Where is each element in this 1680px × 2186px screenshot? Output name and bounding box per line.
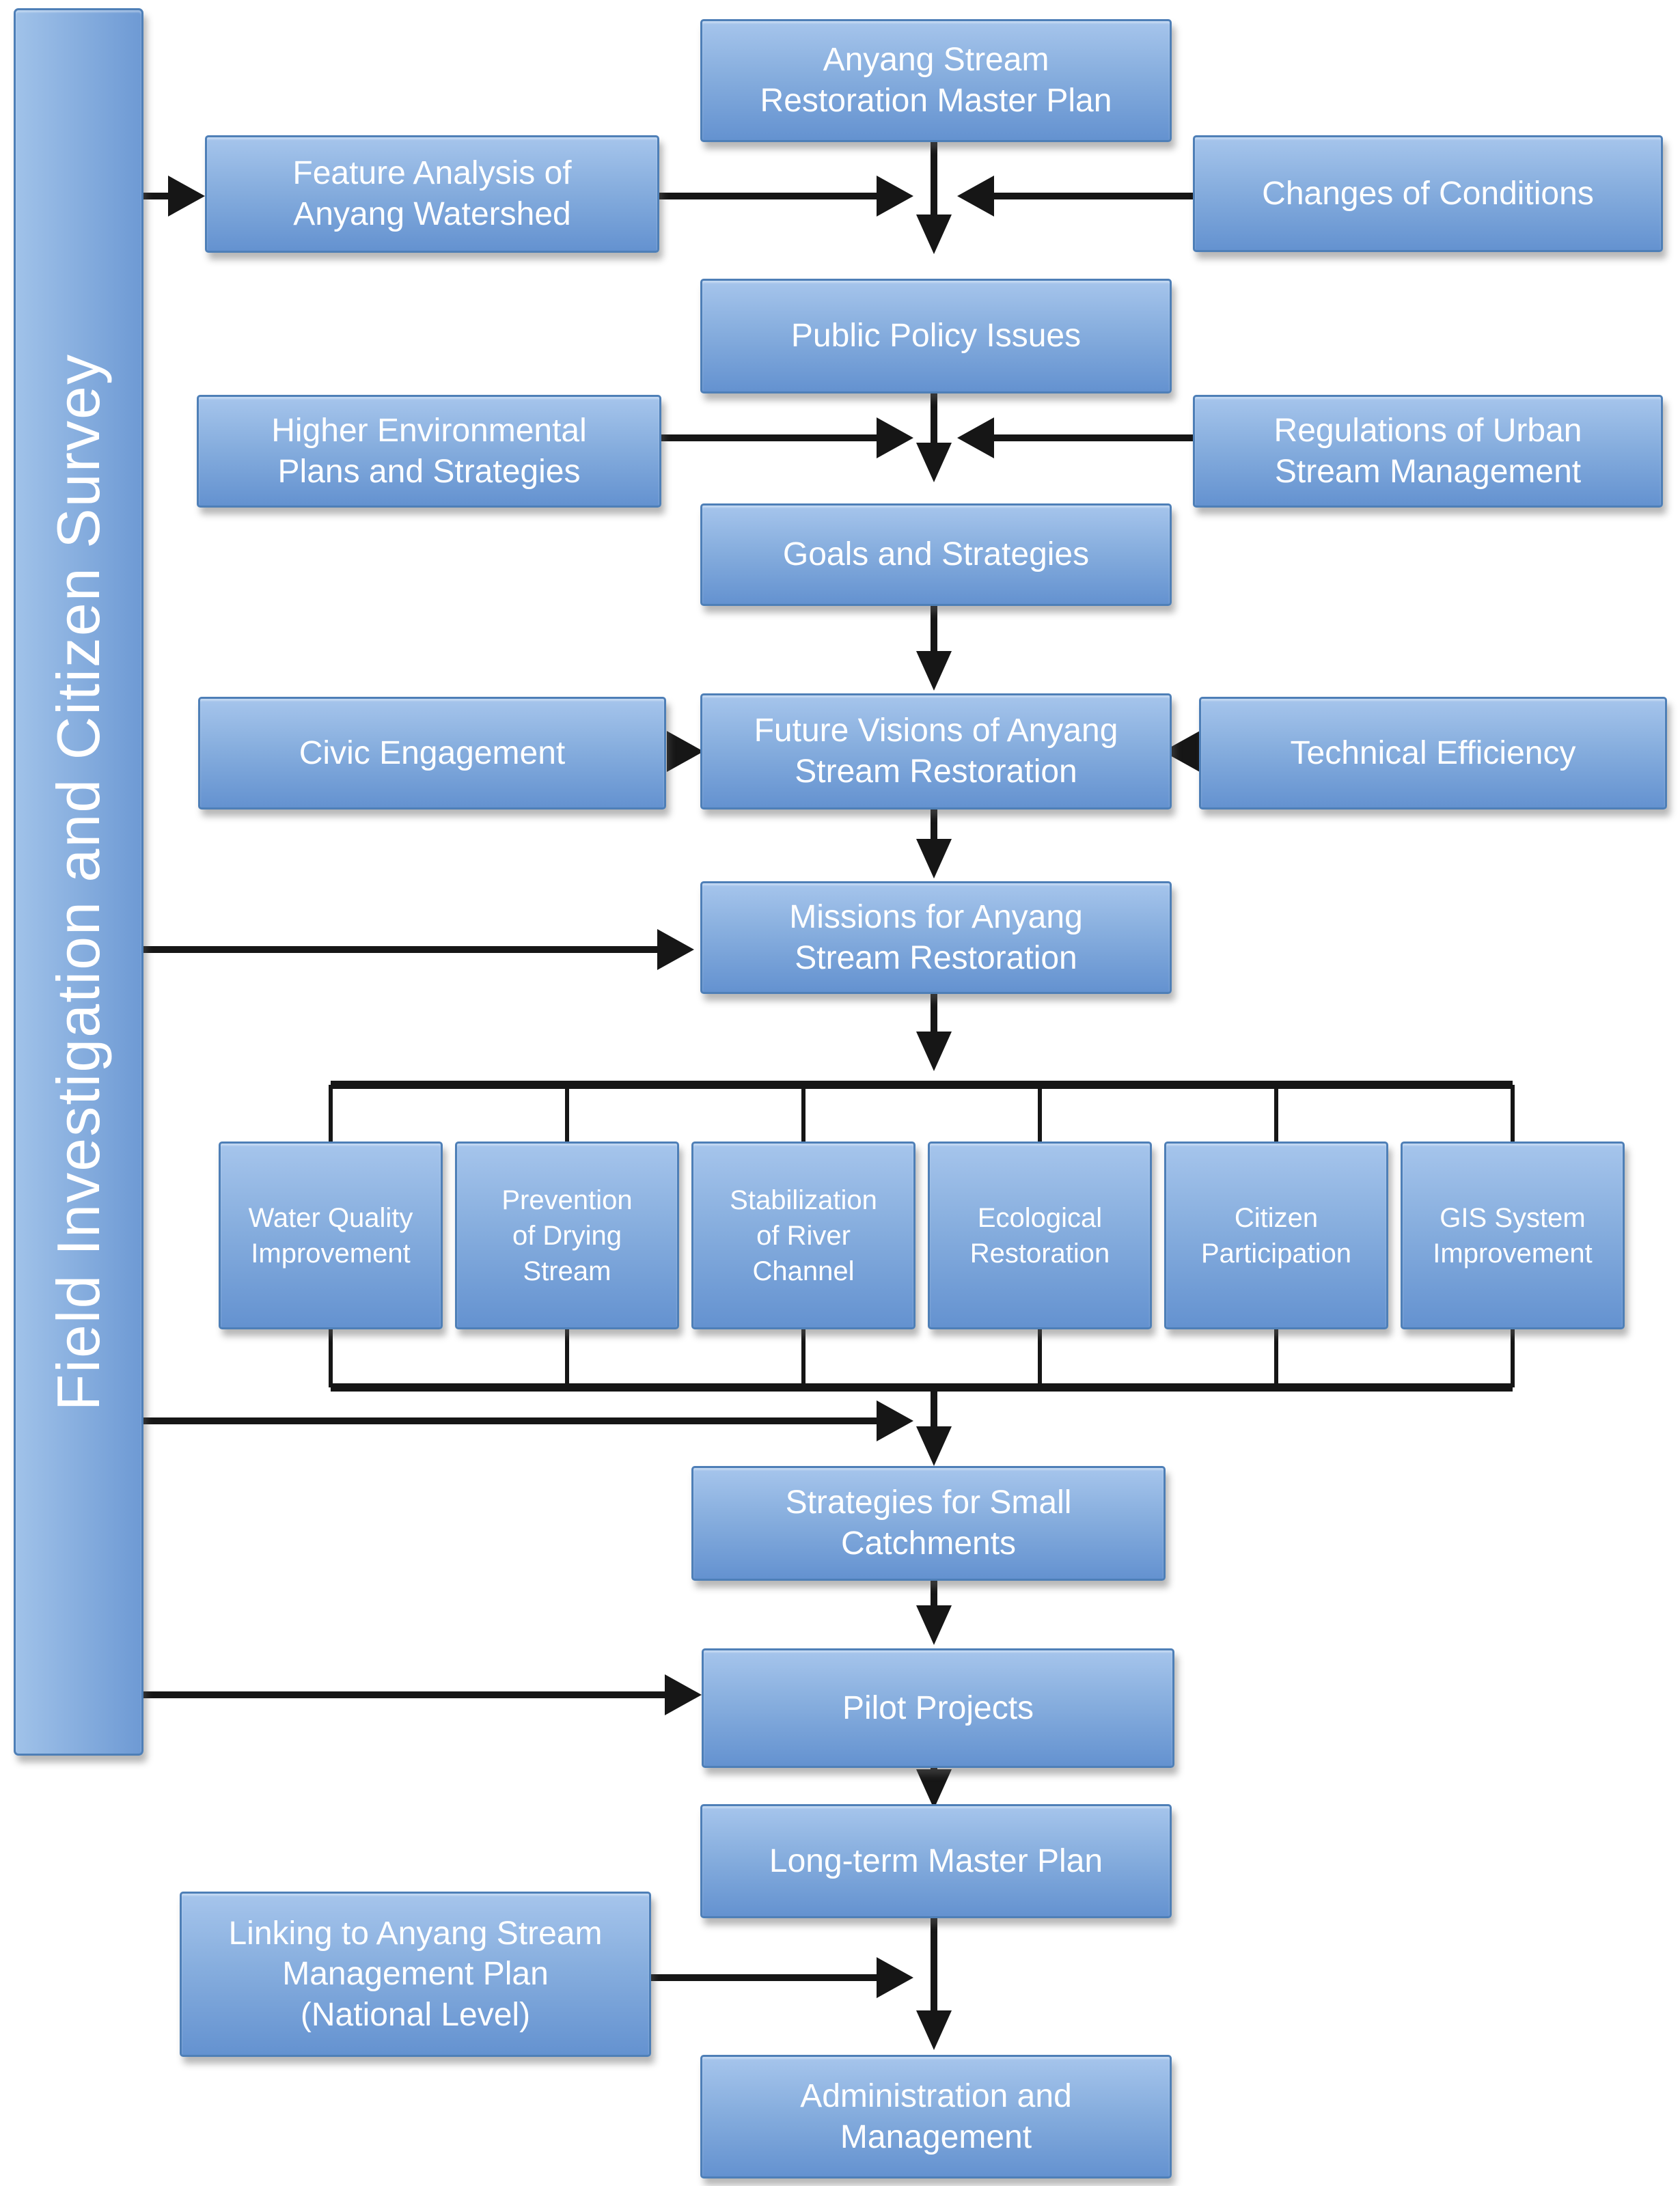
- box-prevention-drying-stream: Prevention of Drying Stream: [455, 1142, 679, 1329]
- box-administration-management: Administration and Management: [700, 2055, 1172, 2178]
- box-higher-environmental-plans-label: Higher Environmental Plans and Strategie…: [271, 412, 587, 490]
- box-missions: Missions for Anyang Stream Restoration: [700, 881, 1172, 994]
- box-linking-national-level-label: Linking to Anyang Stream Management Plan…: [228, 1915, 603, 2033]
- box-feature-analysis-label: Feature Analysis of Anyang Watershed: [292, 155, 572, 232]
- box-public-policy-issues: Public Policy Issues: [700, 279, 1172, 393]
- box-goals-and-strategies-label: Goals and Strategies: [782, 536, 1090, 573]
- box-technical-efficiency: Technical Efficiency: [1199, 697, 1667, 810]
- box-technical-efficiency-label: Technical Efficiency: [1290, 734, 1576, 771]
- box-master-plan-label: Anyang Stream Restoration Master Plan: [760, 42, 1112, 119]
- field-investigation-bar-label: Field Investigation and Citizen Survey: [44, 352, 112, 1411]
- box-pilot-projects-label: Pilot Projects: [842, 1689, 1034, 1726]
- box-stabilization-river-channel: Stabilization of River Channel: [691, 1142, 915, 1329]
- box-future-visions-label: Future Visions of Anyang Stream Restorat…: [754, 712, 1118, 790]
- box-civic-engagement-label: Civic Engagement: [299, 734, 566, 771]
- box-strategies-small-catchments: Strategies for Small Catchments: [691, 1466, 1166, 1581]
- box-water-quality-improvement-label: Water Quality Improvement: [248, 1202, 413, 1269]
- box-regulations-urban-stream: Regulations of Urban Stream Management: [1193, 395, 1663, 508]
- box-master-plan: Anyang Stream Restoration Master Plan: [700, 19, 1172, 142]
- box-gis-system-improvement-label: GIS System Improvement: [1433, 1202, 1593, 1269]
- box-ecological-restoration-label: Ecological Restoration: [969, 1202, 1110, 1269]
- box-civic-engagement: Civic Engagement: [198, 697, 666, 810]
- box-citizen-participation: Citizen Participation: [1164, 1142, 1388, 1329]
- box-ecological-restoration: Ecological Restoration: [928, 1142, 1152, 1329]
- box-public-policy-issues-label: Public Policy Issues: [790, 318, 1082, 355]
- box-stabilization-river-channel-label: Stabilization of River Channel: [730, 1185, 877, 1286]
- box-goals-and-strategies: Goals and Strategies: [700, 503, 1172, 606]
- box-longterm-master-plan-label: Long-term Master Plan: [769, 1842, 1103, 1879]
- box-feature-analysis: Feature Analysis of Anyang Watershed: [205, 135, 659, 253]
- box-longterm-master-plan: Long-term Master Plan: [700, 1804, 1172, 1918]
- box-future-visions: Future Visions of Anyang Stream Restorat…: [700, 693, 1172, 810]
- box-gis-system-improvement: GIS System Improvement: [1401, 1142, 1625, 1329]
- field-investigation-bar: Field Investigation and Citizen Survey: [14, 8, 143, 1756]
- box-administration-management-label: Administration and Management: [800, 2077, 1072, 2155]
- box-citizen-participation-label: Citizen Participation: [1200, 1202, 1352, 1269]
- box-strategies-small-catchments-label: Strategies for Small Catchments: [785, 1484, 1072, 1562]
- box-linking-national-level: Linking to Anyang Stream Management Plan…: [180, 1892, 651, 2057]
- box-missions-label: Missions for Anyang Stream Restoration: [789, 898, 1083, 976]
- box-changes-of-conditions: Changes of Conditions: [1193, 135, 1663, 252]
- box-water-quality-improvement: Water Quality Improvement: [219, 1142, 443, 1329]
- box-pilot-projects: Pilot Projects: [702, 1648, 1174, 1768]
- box-higher-environmental-plans: Higher Environmental Plans and Strategie…: [197, 395, 661, 508]
- box-regulations-urban-stream-label: Regulations of Urban Stream Management: [1273, 412, 1582, 490]
- box-prevention-drying-stream-label: Prevention of Drying Stream: [501, 1185, 633, 1286]
- box-changes-of-conditions-label: Changes of Conditions: [1262, 175, 1594, 212]
